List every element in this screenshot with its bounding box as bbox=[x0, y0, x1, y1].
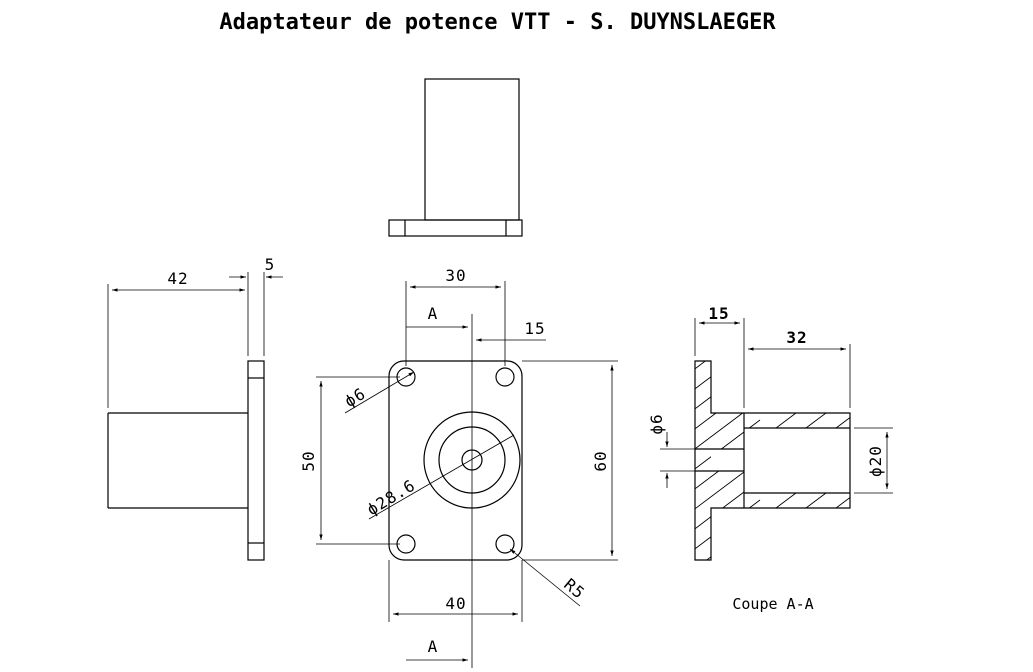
dim-section-flange: 15 bbox=[708, 304, 729, 323]
drawing-title: Adaptateur de potence VTT - S. DUYNSLAEG… bbox=[219, 10, 776, 35]
section-caption: Coupe A-A bbox=[732, 595, 813, 613]
dim-front-width-top: 30 bbox=[445, 266, 466, 285]
dim-front-height: 50 bbox=[299, 450, 318, 471]
dim-front-width-bottom: 40 bbox=[445, 594, 466, 613]
front-view bbox=[316, 281, 618, 668]
section-mark-top: A bbox=[428, 304, 439, 323]
dim-corner-radius: R5 bbox=[560, 575, 589, 603]
dim-side-flange: 5 bbox=[265, 255, 276, 274]
dim-front-outer-height: 60 bbox=[591, 450, 610, 471]
dim-hole-diameter: ϕ6 bbox=[341, 384, 369, 411]
section-view bbox=[660, 318, 893, 561]
section-mark-bottom: A bbox=[428, 637, 439, 656]
dim-boss-diameter: ϕ28.6 bbox=[363, 475, 418, 519]
dim-section-bore: ϕ20 bbox=[866, 445, 885, 477]
dim-section-length: 32 bbox=[786, 328, 807, 347]
side-view bbox=[107, 272, 283, 561]
top-view bbox=[388, 78, 523, 237]
dim-front-offset: 15 bbox=[524, 319, 545, 338]
dim-section-hole: ϕ6 bbox=[647, 413, 666, 434]
dim-side-length: 42 bbox=[167, 269, 188, 288]
